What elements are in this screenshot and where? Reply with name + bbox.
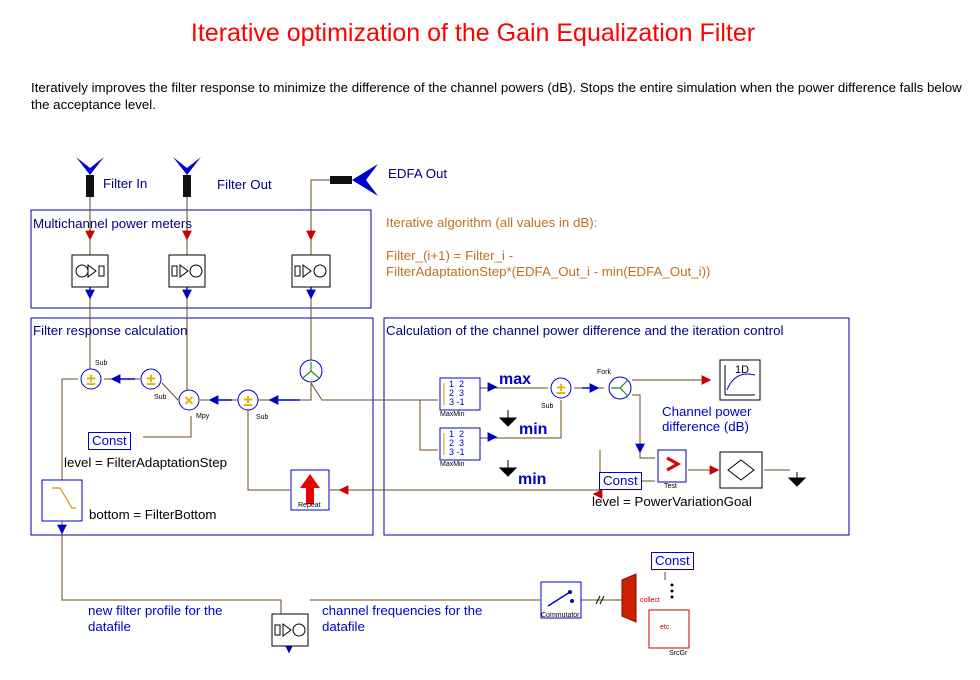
fork-block-1-icon[interactable] [299, 359, 323, 383]
test-block-icon[interactable] [657, 449, 687, 483]
algorithm-line-3: FilterAdaptationStep*(EDFA_Out_i - min(E… [386, 264, 711, 279]
power-meters-group-title: Multichannel power meters [33, 216, 192, 231]
sub-block-2-icon[interactable]: ± [140, 368, 162, 390]
ground-icons [498, 410, 807, 487]
svg-text:±: ± [556, 379, 565, 398]
edfa-out-label: EDFA Out [388, 166, 448, 181]
new-profile-label-2: datafile [88, 619, 131, 634]
power-meters-group [30, 209, 372, 309]
const-src-block[interactable]: Const [651, 552, 694, 570]
sub-2-label: Sub [154, 394, 167, 401]
channel-diff-group-title: Calculation of the channel power differe… [386, 323, 784, 338]
algorithm-line-2: Filter_(i+1) = Filter_i - [386, 248, 514, 263]
filter-in-label: Filter In [103, 176, 148, 191]
channel-power-label-2: difference (dB) [662, 419, 749, 434]
mpy-block-icon[interactable]: × [178, 389, 200, 411]
ellipsis-dots [670, 583, 674, 599]
power-meter-in-icon[interactable] [71, 254, 109, 288]
sub-4-label: Sub [541, 403, 554, 410]
channel-power-label-1: Channel power [662, 404, 752, 419]
fork-label: Fork [597, 369, 611, 376]
svg-text:×: × [184, 391, 194, 410]
channel-freq-label-2: datafile [322, 619, 365, 634]
stop-block-icon[interactable] [719, 451, 763, 489]
graph-1d-label: 1D [735, 364, 750, 376]
wires [61, 179, 790, 614]
repeat-block-icon[interactable] [290, 469, 330, 511]
collect-block-icon[interactable] [621, 573, 637, 623]
maxmin-1-label: MaxMin [440, 411, 465, 418]
level-step-label: level = FilterAdaptationStep [64, 455, 227, 470]
algorithm-line-1: Iterative algorithm (all values in dB): [386, 215, 598, 230]
filter-response-group-title: Filter response calculation [33, 323, 188, 338]
graph-1d-icon[interactable] [719, 359, 761, 401]
bottom-label: bottom = FilterBottom [89, 507, 217, 522]
commutator-icon[interactable] [540, 581, 582, 619]
filter-bottom-icon[interactable] [41, 479, 83, 522]
max-label: max [499, 371, 532, 388]
sub-1-label: Sub [95, 360, 108, 367]
collect-label: collect [640, 597, 660, 604]
commutator-label: Commutator [541, 612, 580, 619]
power-meter-datafile-icon[interactable] [271, 613, 309, 647]
fork-block-2-icon[interactable] [608, 376, 632, 400]
svg-text:±: ± [243, 391, 252, 410]
page-title: Iterative optimization of the Gain Equal… [190, 19, 756, 47]
bus-slashes [595, 595, 605, 605]
const-step-block[interactable]: Const [88, 432, 131, 450]
sub-block-4-icon[interactable]: ± [550, 377, 572, 399]
filter-out-label: Filter Out [217, 177, 272, 192]
power-meter-out-icon[interactable] [168, 254, 206, 288]
maxmin-block-2-icon[interactable] [439, 427, 481, 461]
new-profile-label-1: new filter profile for the [88, 603, 223, 618]
svg-text:±: ± [86, 370, 95, 389]
mpy-label: Mpy [196, 413, 210, 420]
const-goal-block[interactable]: Const [599, 472, 642, 490]
sub-3-label: Sub [256, 414, 269, 421]
maxmin-2-label: MaxMin [440, 461, 465, 468]
power-meter-edfa-icon[interactable] [291, 254, 331, 288]
srcgr-block-icon[interactable] [648, 609, 690, 649]
filter-in-port-icon[interactable] [76, 157, 104, 197]
edfa-out-port-icon[interactable] [330, 164, 378, 196]
flow-arrows [85, 230, 720, 499]
etc-label: etc. [660, 624, 672, 631]
sub-block-3-icon[interactable]: ± [237, 389, 259, 411]
svg-text:±: ± [146, 370, 155, 389]
channel-diff-group [383, 317, 850, 536]
sub-block-1-icon[interactable]: ± [80, 368, 102, 390]
min-label-1: min [519, 421, 548, 438]
filter-response-group [30, 317, 374, 536]
description: Iteratively improves the filter response… [31, 80, 962, 112]
srcgr-label: SrcGr [669, 650, 688, 657]
repeat-label: Repeat [298, 502, 321, 509]
min-label-2: min [518, 471, 547, 488]
channel-freq-label-1: channel frequencies for the [322, 603, 483, 618]
filter-out-port-icon[interactable] [173, 157, 201, 197]
test-label: Test [664, 483, 677, 490]
maxmin-block-1-icon[interactable] [439, 377, 481, 411]
level-goal-label: level = PowerVariationGoal [592, 494, 752, 509]
